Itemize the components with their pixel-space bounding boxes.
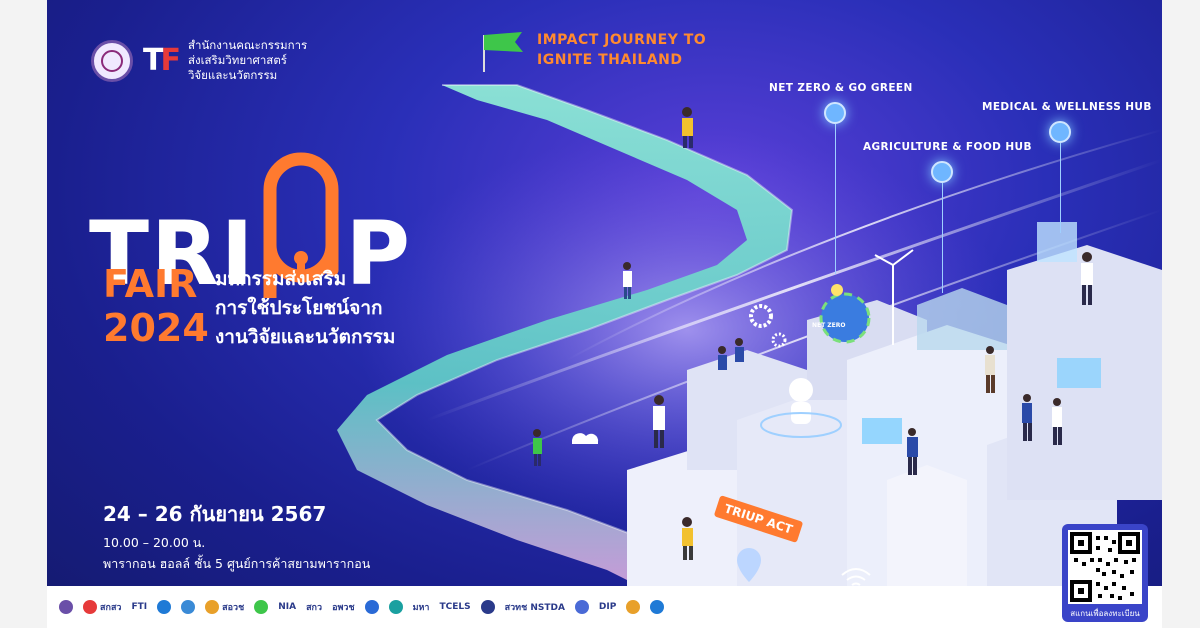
hub-connector (835, 124, 836, 274)
gear-icon (749, 304, 773, 328)
sponsor-logo: อพวช (332, 603, 355, 613)
event-hours: 10.00 – 20.00 น. (103, 535, 206, 550)
subtitle-line: มหกรรมส่งเสริม (215, 268, 347, 290)
triup-logo: TRI P (89, 150, 412, 298)
impact-line: IMPACT JOURNEY TO (537, 32, 707, 48)
sponsor-logo (388, 600, 403, 614)
sponsor-logo: TCELS (439, 602, 471, 612)
screen-display (1037, 222, 1077, 262)
sponsor-logo (650, 600, 665, 614)
sponsor-bar: สกสว FTI สอวช NIA สกว อพวช มหา TCELS สวท… (47, 586, 1162, 628)
subtitle-line: การใช้ประโยชน์จาก (215, 297, 383, 319)
sponsor-logo: NIA (278, 602, 297, 612)
hub-label-medical: MEDICAL & WELLNESS HUB (982, 101, 1152, 113)
tsri-logo: TF (143, 43, 181, 78)
health-icon (1049, 121, 1071, 143)
org-line: วิจัยและนวัตกรรม (187, 68, 278, 82)
sponsor-logo (181, 600, 196, 614)
light-swirl (426, 158, 1162, 422)
event-venue: พารากอน ฮอลล์ ชั้น 5 ศูนย์การค้าสยามพารา… (103, 556, 371, 571)
ministry-seal-logo (91, 39, 133, 82)
fair-label: FAIR (103, 262, 198, 306)
logo-p-text: P (345, 202, 413, 305)
event-details: 10.00 – 20.00 น. พารากอน ฮอลล์ ชั้น 5 ศู… (103, 532, 370, 574)
flag-icon (484, 32, 523, 52)
hub-label-net-zero: NET ZERO & GO GREEN (769, 82, 913, 94)
hub-label-agriculture: AGRICULTURE & FOOD HUB (863, 141, 1032, 153)
sponsor-logo (254, 600, 269, 614)
event-poster: TF สำนักงานคณะกรรมการ ส่งเสริมวิทยาศาสตร… (47, 0, 1162, 628)
robot (789, 378, 813, 402)
people-figures (533, 107, 1093, 560)
event-dates: 24 – 26 กันยายน 2567 (103, 502, 327, 526)
sponsor-logo (157, 600, 172, 614)
wifi-icon (841, 568, 871, 586)
logo-tri-text: TRI (89, 202, 256, 305)
greenhouse (917, 288, 1007, 350)
subtitle-line: งานวิจัยและนวัตกรรม (215, 326, 396, 348)
leaf-icon (824, 102, 846, 124)
impact-line: IGNITE THAILAND (537, 52, 683, 68)
screen-display (1057, 358, 1101, 388)
sponsor-logo (626, 600, 641, 614)
sponsor-logo: สกสว (83, 600, 122, 614)
sponsor-logo: สอวช (205, 600, 244, 614)
sponsor-logo (59, 600, 73, 614)
organization-header: TF สำนักงานคณะกรรมการ ส่งเสริมวิทยาศาสตร… (91, 38, 307, 83)
hub-connector (942, 183, 943, 293)
location-pin-icon (737, 548, 761, 582)
qr-code[interactable] (1068, 530, 1142, 604)
lightbulb-icon (831, 284, 843, 296)
org-line: ส่งเสริมวิทยาศาสตร์ (187, 53, 287, 67)
sponsor-logo: DIP (598, 602, 617, 612)
sprout-icon (931, 161, 953, 183)
hub-connector (1060, 143, 1061, 233)
net-zero-mini-label: NET ZERO (812, 322, 846, 329)
org-line: สำนักงานคณะกรรมการ (187, 38, 308, 52)
sponsor-logo (574, 600, 589, 614)
globe (821, 294, 869, 342)
organization-name: สำนักงานคณะกรรมการ ส่งเสริมวิทยาศาสตร์ ว… (188, 38, 307, 83)
cloud-icon (572, 433, 599, 444)
fair-year-block: FAIR 2024 (103, 262, 209, 350)
qr-caption: สแกนเพื่อลงทะเบียน (1070, 609, 1140, 618)
year-label: 2024 (103, 306, 209, 350)
sponsor-logo: มหา (412, 603, 430, 613)
registration-qr-panel[interactable]: สแกนเพื่อลงทะเบียน (1062, 524, 1148, 622)
sponsor-logo: สวทช NSTDA (504, 603, 565, 613)
sponsor-logo: FTI (131, 602, 148, 612)
screen-display (862, 418, 902, 444)
impact-tagline: IMPACT JOURNEY TO IGNITE THAILAND (537, 30, 706, 70)
left-margin (0, 0, 47, 628)
logo-u-keyhole (262, 150, 340, 298)
sponsor-logo (364, 600, 379, 614)
thai-subtitle: มหกรรมส่งเสริม การใช้ประโยชน์จาก งานวิจั… (215, 265, 395, 352)
gear-icon (771, 332, 787, 348)
sponsor-logo: สกว (306, 603, 323, 613)
sponsor-logo (480, 600, 495, 614)
staircase (337, 84, 794, 628)
